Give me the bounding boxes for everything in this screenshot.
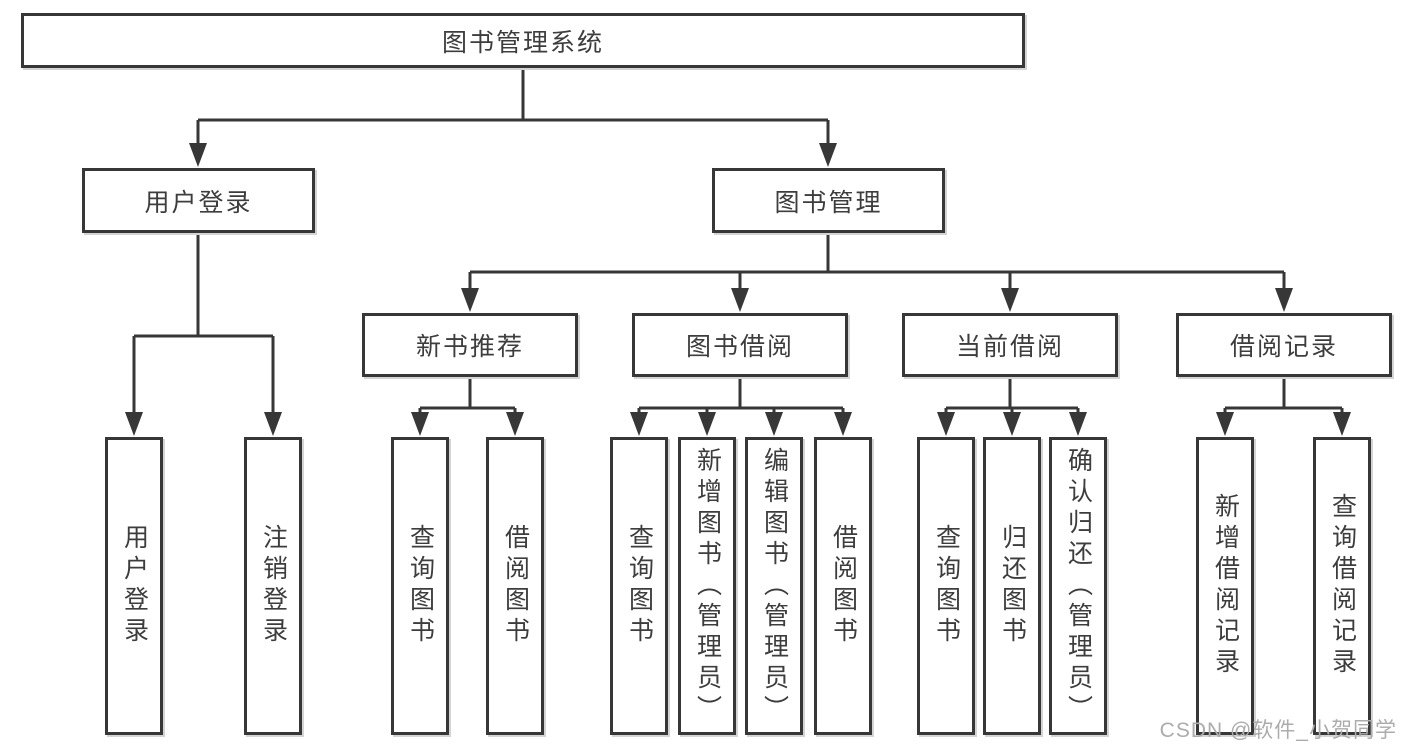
csdn-watermark: CSDN @软件_小贺同学 [1159, 719, 1397, 742]
leaf-label: 新增图书（管理员） [693, 446, 722, 726]
node-leaf-user-login: 用户登录 [105, 437, 163, 735]
tree-edges [132, 68, 1344, 416]
node-borrow-records: 借阅记录 [1176, 313, 1392, 377]
node-new-book-recommend: 新书推荐 [362, 313, 578, 377]
node-leaf-borrow-books-2: 借阅图书 [814, 437, 872, 735]
node-library-management-system: 图书管理系统 [21, 13, 1025, 68]
leaf-label: 查询图书 [625, 524, 654, 648]
node-user-login: 用户登录 [82, 168, 315, 233]
leaf-label: 借阅图书 [829, 524, 858, 648]
leaf-label: 注销登录 [259, 524, 288, 648]
node-leaf-query-borrow-record: 查询借阅记录 [1313, 437, 1371, 735]
node-book-borrow: 图书借阅 [632, 313, 848, 377]
leaf-label: 用户登录 [120, 524, 149, 648]
leaf-label: 新增借阅记录 [1211, 493, 1240, 679]
node-leaf-confirm-return-admin: 确认归还（管理员） [1049, 437, 1107, 735]
node-leaf-logout: 注销登录 [244, 437, 302, 735]
node-leaf-add-borrow-record: 新增借阅记录 [1196, 437, 1254, 735]
node-leaf-borrow-books-1: 借阅图书 [486, 437, 544, 735]
node-leaf-edit-books-admin: 编辑图书（管理员） [745, 437, 803, 735]
node-leaf-query-books-1: 查询图书 [391, 437, 449, 735]
node-book-management: 图书管理 [712, 168, 945, 233]
node-leaf-query-books-2: 查询图书 [610, 437, 668, 735]
leaf-label: 编辑图书（管理员） [760, 446, 789, 726]
leaf-label: 确认归还（管理员） [1064, 446, 1093, 726]
node-leaf-query-books-3: 查询图书 [917, 437, 975, 735]
node-leaf-add-books-admin: 新增图书（管理员） [678, 437, 736, 735]
leaf-label: 归还图书 [998, 524, 1027, 648]
leaf-label: 查询图书 [932, 524, 961, 648]
leaf-label: 查询借阅记录 [1328, 493, 1357, 679]
node-current-borrow: 当前借阅 [902, 313, 1118, 377]
leaf-label: 借阅图书 [501, 524, 530, 648]
arrowheads [125, 143, 1351, 436]
leaf-label: 查询图书 [406, 524, 435, 648]
node-leaf-return-books: 归还图书 [983, 437, 1041, 735]
